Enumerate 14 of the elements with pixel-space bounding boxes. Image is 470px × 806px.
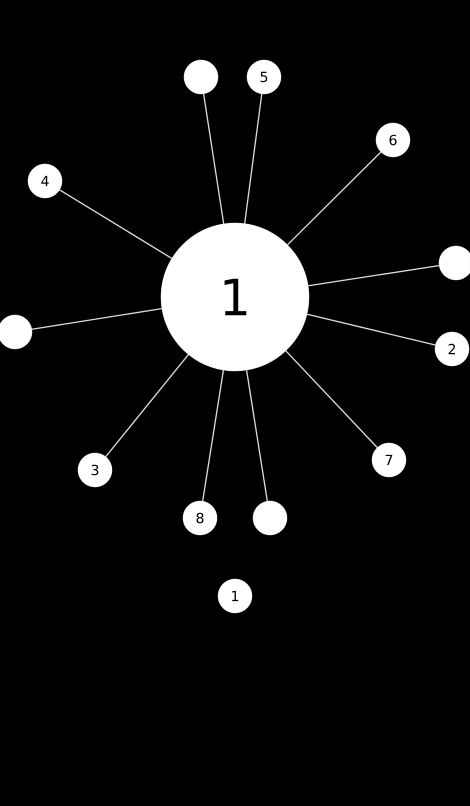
connector-line xyxy=(287,152,382,246)
connector-line xyxy=(59,189,172,259)
connector-line xyxy=(308,264,440,286)
connector-line xyxy=(246,370,268,502)
empty-circle xyxy=(184,60,218,94)
connector-line xyxy=(202,94,224,224)
connector-line xyxy=(32,308,162,330)
connector-line xyxy=(244,94,262,224)
connector-line xyxy=(202,370,224,502)
empty-circle xyxy=(438,246,470,280)
connector-line xyxy=(105,354,189,458)
connector-line xyxy=(285,350,378,448)
connector-line xyxy=(307,314,436,346)
empty-circle xyxy=(252,500,288,536)
